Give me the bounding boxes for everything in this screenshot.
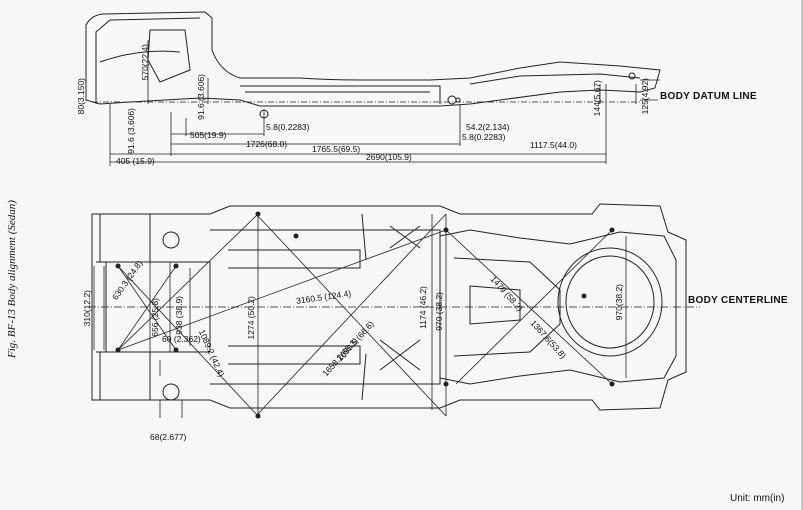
body-datum-line-label: BODY DATUM LINE xyxy=(660,91,757,102)
figure-caption: Fig. BF-13 Body alignment (Sedan) xyxy=(6,200,18,358)
plan-view-reference-points xyxy=(115,211,615,419)
dim-656: 656 (25.8) xyxy=(150,298,160,337)
dim-970-rear: 970(38.2) xyxy=(614,284,624,321)
dim-1174: 1174 (46.2) xyxy=(418,286,428,329)
dim-5-8-front: 5.8(0.2283) xyxy=(266,122,310,132)
body-centerline-label: BODY CENTERLINE xyxy=(688,295,788,306)
dim-68: 68(2.677) xyxy=(150,432,187,442)
dim-310: 310(12.2) xyxy=(82,290,92,327)
dim-505: 505(19.9) xyxy=(190,130,227,140)
dim-54-2: 54.2(2.134) xyxy=(466,122,510,132)
dim-405: 405 (15.9) xyxy=(116,156,155,166)
dim-91-6-right: 91.6 (3.606) xyxy=(196,74,206,120)
side-view-dimension-lines xyxy=(92,40,660,166)
side-view-body-outline xyxy=(85,11,661,119)
dim-1274: 1274 (50.2) xyxy=(246,296,256,340)
dim-144: 144(5.67) xyxy=(592,80,602,117)
dim-1726: 1726(68.0) xyxy=(246,139,288,149)
dim-91-6-left: 91.6 (3.606) xyxy=(126,108,136,154)
dim-1765-5: 1765.5(69.5) xyxy=(312,144,361,154)
dim-80: 80(3.150) xyxy=(76,78,86,115)
dim-938: 938 (38.9) xyxy=(174,296,184,335)
plan-view-dimension-lines xyxy=(88,213,700,418)
dim-1117-5: 1117.5(44.0) xyxy=(530,140,577,150)
dim-60: 60 (2.362) xyxy=(162,334,201,344)
dim-970-front: 970 (38.2) xyxy=(434,292,444,331)
unit-label: Unit: mm(in) xyxy=(730,493,785,504)
dim-570: 570(22.4) xyxy=(140,44,150,81)
dim-2690: 2690(105.9) xyxy=(366,152,412,162)
dim-125: 125(4.92) xyxy=(640,78,650,115)
dim-5-8-rear: 5.8(0.2283) xyxy=(462,132,506,142)
